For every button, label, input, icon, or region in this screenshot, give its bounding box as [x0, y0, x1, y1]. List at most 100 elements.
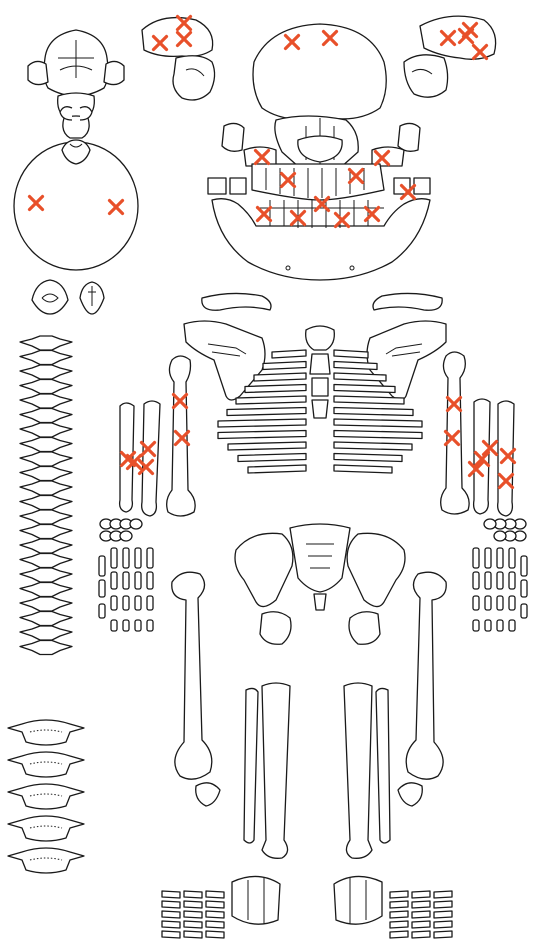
phalanx — [147, 572, 153, 589]
phalanx — [111, 572, 117, 589]
phalanx — [111, 620, 117, 631]
vertebra — [20, 583, 72, 597]
femur-right — [406, 572, 446, 779]
carpal-bone — [130, 519, 142, 529]
lumbar-vertebra — [8, 784, 84, 809]
metatarsal-phalanx — [162, 901, 180, 908]
radius-right — [474, 399, 490, 514]
rib — [334, 408, 413, 416]
phalanx — [111, 596, 117, 610]
metatarsal-phalanx — [434, 891, 452, 898]
vertebra — [20, 481, 72, 495]
carpal-bone — [120, 531, 132, 541]
phalanx — [521, 556, 527, 576]
tibia-fibula-left — [244, 683, 290, 858]
metatarsal-phalanx — [206, 921, 224, 928]
x-marker — [366, 208, 379, 221]
vertebra — [20, 452, 72, 466]
tarsal-bones — [232, 876, 280, 924]
metatarsal-phalanx — [390, 891, 408, 898]
phalanx — [497, 596, 503, 610]
rib — [334, 454, 402, 462]
phalanx — [473, 620, 479, 631]
vertebra — [20, 365, 72, 379]
metatarsal-phalanx — [184, 911, 202, 918]
metatarsal-phalanx — [206, 931, 224, 938]
rib — [334, 419, 422, 427]
metatarsal-phalanx — [434, 911, 452, 918]
ischium-pubis — [260, 612, 380, 645]
rib — [227, 408, 306, 416]
rib — [334, 350, 368, 358]
carpal-bone — [484, 519, 496, 529]
metatarsal-phalanx — [184, 921, 202, 928]
phalanx — [147, 620, 153, 631]
vertebral-column — [8, 336, 84, 873]
phalanx — [509, 572, 515, 589]
vertebra — [20, 394, 72, 408]
x-marker — [258, 208, 271, 221]
metatarsal-phalanx — [206, 891, 224, 898]
vertebra — [20, 496, 72, 510]
phalanx — [485, 620, 491, 631]
rib — [218, 419, 306, 427]
foot-right — [334, 876, 452, 938]
metatarsal-phalanx — [412, 891, 430, 898]
phalanx — [485, 596, 491, 610]
rib — [238, 454, 306, 462]
rib — [248, 465, 306, 473]
metatarsal-phalanx — [434, 901, 452, 908]
vertebra — [20, 351, 72, 365]
lumbar-vertebra — [8, 848, 84, 873]
phalanx — [99, 604, 105, 618]
vertebra — [20, 597, 72, 611]
vertebra — [20, 568, 72, 582]
phalanx — [135, 548, 141, 568]
metatarsal-phalanx — [390, 901, 408, 908]
ilium-right — [347, 533, 405, 606]
phalanx — [147, 596, 153, 610]
ilium-left — [235, 533, 293, 606]
phalanx — [497, 572, 503, 589]
tarsal-bones — [334, 876, 382, 924]
phalanx — [135, 620, 141, 631]
sacrum — [290, 524, 350, 610]
metatarsal-phalanx — [412, 931, 430, 938]
rib — [272, 350, 306, 358]
metatarsal-phalanx — [162, 921, 180, 928]
foot-left — [162, 876, 280, 938]
atlas-axis-vertebrae — [32, 280, 104, 314]
sternum — [306, 326, 335, 418]
rib — [334, 385, 395, 393]
metatarsal-phalanx — [184, 931, 202, 938]
phalanx — [473, 596, 479, 610]
metatarsal-phalanx — [412, 901, 430, 908]
phalanx — [99, 580, 105, 597]
vertebra — [20, 467, 72, 481]
phalanx — [123, 572, 129, 589]
phalanx — [123, 620, 129, 631]
vertebra — [20, 612, 72, 626]
vertebra — [20, 336, 72, 350]
phalanx — [99, 556, 105, 576]
rib — [334, 373, 386, 381]
metatarsal-phalanx — [434, 921, 452, 928]
phalanx — [111, 548, 117, 568]
lumbar-vertebra — [8, 720, 84, 745]
metatarsal-phalanx — [206, 911, 224, 918]
phalanx — [123, 596, 129, 610]
vertebra — [20, 423, 72, 437]
rib — [334, 362, 377, 370]
phalanx — [473, 548, 479, 568]
metatarsal-phalanx — [390, 921, 408, 928]
parietal-right — [404, 16, 496, 97]
rib — [245, 385, 306, 393]
phalanx — [509, 596, 515, 610]
metatarsal-phalanx — [412, 921, 430, 928]
rib — [263, 362, 306, 370]
phalanx — [485, 548, 491, 568]
metatarsal-phalanx — [184, 901, 202, 908]
metatarsal-phalanx — [434, 931, 452, 938]
rib — [334, 442, 412, 450]
phalanx — [521, 580, 527, 597]
